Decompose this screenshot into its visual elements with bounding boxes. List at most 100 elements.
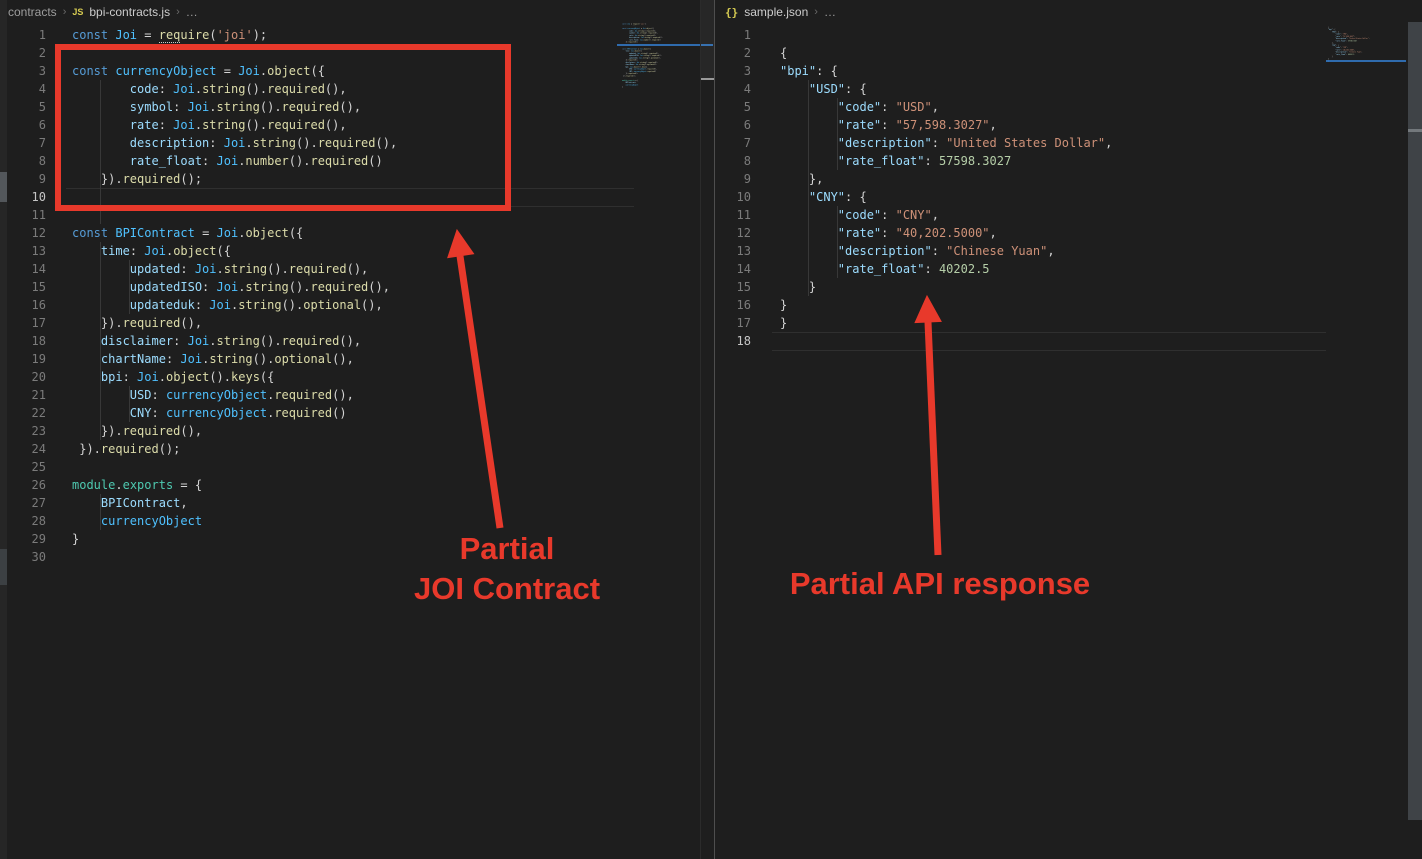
scrollbar-thumb-edge <box>701 78 714 80</box>
line-number: 4 <box>743 82 751 96</box>
code-line[interactable]: }).required(), <box>72 424 203 438</box>
minimap[interactable]: {"bpi": { "USD": { "code": "USD", "rate"… <box>1328 26 1370 63</box>
code-line[interactable]: { <box>780 46 788 60</box>
breadcrumb-symbol-ellipsis[interactable]: … <box>823 5 836 19</box>
code-line[interactable]: CNY: currencyObject.required() <box>129 406 347 420</box>
code-line[interactable] <box>0 206 714 224</box>
code-line[interactable] <box>0 44 714 62</box>
line-number: 17 <box>31 316 46 330</box>
line-number: 15 <box>736 280 751 294</box>
code-line[interactable]: bpi: Joi.object().keys({ <box>100 370 275 384</box>
code-line[interactable]: "bpi": { <box>780 64 838 78</box>
code-line[interactable]: "CNY": { <box>808 190 867 204</box>
chevron-right-icon: › <box>176 6 180 18</box>
scrollbar-thumb-edge <box>1408 129 1422 132</box>
code-line[interactable]: "USD": { <box>808 82 867 96</box>
code-line[interactable]: description: Joi.string().required(), <box>129 136 398 150</box>
line-number: 14 <box>736 262 751 276</box>
line-number: 26 <box>31 478 46 492</box>
code-line[interactable]: updateduk: Joi.string().optional(), <box>129 298 383 312</box>
breadcrumb-symbol-ellipsis[interactable]: … <box>185 5 198 19</box>
code-line[interactable]: rate_float: Joi.number().required() <box>129 154 383 168</box>
code-line[interactable]: updated: Joi.string().required(), <box>129 262 369 276</box>
code-line[interactable]: "code": "CNY", <box>837 208 939 222</box>
pane-divider-handle[interactable] <box>714 0 715 859</box>
line-number: 8 <box>743 154 751 168</box>
breadcrumb: {} sample.json › … <box>725 0 836 24</box>
code-line[interactable]: const currencyObject = Joi.object({ <box>72 64 325 78</box>
line-number: 28 <box>31 514 46 528</box>
line-number: 2 <box>743 46 751 60</box>
line-number: 18 <box>736 334 751 348</box>
code-line[interactable]: "rate_float": 57598.3027 <box>837 154 1012 168</box>
minimap-border <box>700 0 701 859</box>
line-number: 23 <box>31 424 46 438</box>
indent-guide <box>100 494 101 530</box>
code-line[interactable] <box>0 458 714 476</box>
line-number: 12 <box>736 226 751 240</box>
code-line[interactable]: const Joi = require('joi'); <box>72 28 268 43</box>
code-line[interactable]: time: Joi.object({ <box>100 244 231 258</box>
code-line[interactable]: chartName: Joi.string().optional(), <box>100 352 354 366</box>
line-number: 24 <box>31 442 46 456</box>
code-editor-content[interactable]: { "bpi": { "USD": { "code": "USD", "rate"… <box>715 26 1422 350</box>
line-number: 19 <box>31 352 46 366</box>
arrow-line <box>924 321 942 556</box>
indent-guide <box>837 206 838 278</box>
line-number: 6 <box>38 118 46 132</box>
code-line[interactable]: } <box>780 298 788 312</box>
code-line[interactable]: }, <box>780 172 824 186</box>
code-line[interactable]: }).required(); <box>72 172 203 186</box>
code-line[interactable]: rate: Joi.string().required(), <box>129 118 347 132</box>
line-number: 22 <box>31 406 46 420</box>
code-line[interactable]: module.exports = { <box>72 478 203 492</box>
left-edge-scrollbar[interactable] <box>0 0 7 859</box>
line-number: 6 <box>743 118 751 132</box>
code-line[interactable]: "rate_float": 40202.5 <box>837 262 990 276</box>
code-line[interactable]: code: Joi.string().required(), <box>129 82 347 96</box>
line-number: 29 <box>31 532 46 546</box>
line-number: 10 <box>31 190 46 204</box>
code-line[interactable] <box>715 26 1422 44</box>
code-line[interactable]: USD: currencyObject.required(), <box>129 388 354 402</box>
code-line[interactable]: } <box>780 280 817 294</box>
annotation-label-left-line2: JOI Contract <box>413 571 601 606</box>
breadcrumb-file[interactable]: sample.json <box>744 5 809 19</box>
code-line[interactable]: updatedISO: Joi.string().required(), <box>129 280 390 294</box>
code-line[interactable]: const BPIContract = Joi.object({ <box>72 226 304 240</box>
code-line[interactable]: disclaimer: Joi.string().required(), <box>100 334 362 348</box>
code-line[interactable]: currencyObject <box>100 514 203 528</box>
code-line[interactable]: BPIContract, <box>100 496 188 510</box>
indent-guide <box>837 98 838 170</box>
scrollbar-thumb[interactable] <box>701 0 714 78</box>
code-line[interactable]: } <box>72 532 80 546</box>
line-number: 11 <box>31 208 46 222</box>
indent-guide <box>129 386 130 422</box>
code-line[interactable]: symbol: Joi.string().required(), <box>129 100 362 114</box>
code-line[interactable]: }).required(); <box>72 442 181 456</box>
code-line[interactable]: } <box>780 316 788 330</box>
scrollbar[interactable] <box>1408 22 1422 820</box>
breadcrumb-folder[interactable]: contracts <box>8 5 57 19</box>
code-line[interactable]: }).required(), <box>72 316 203 330</box>
line-number: 9 <box>743 172 751 186</box>
minimap[interactable]: const Joi = require('joi');const currenc… <box>622 23 663 88</box>
line-number: 9 <box>38 172 46 186</box>
code-line[interactable]: "rate": "40,202.5000", <box>837 226 997 240</box>
indent-guide <box>100 242 101 440</box>
line-number: 20 <box>31 370 46 384</box>
code-line[interactable] <box>0 188 714 206</box>
code-editor-content[interactable]: const Joi = require('joi'); const currenc… <box>0 26 714 566</box>
line-number: 18 <box>31 334 46 348</box>
line-number: 13 <box>31 244 46 258</box>
code-line[interactable]: "description": "Chinese Yuan", <box>837 244 1055 258</box>
code-line[interactable]: "description": "United States Dollar", <box>837 136 1113 150</box>
code-line[interactable] <box>0 548 714 566</box>
code-line[interactable]: "code": "USD", <box>837 100 939 114</box>
code-line[interactable]: "rate": "57,598.3027", <box>837 118 997 132</box>
left-edge-scrollbar-thumb[interactable] <box>0 172 7 202</box>
left-edge-scrollbar-mark <box>0 549 7 585</box>
breadcrumb-file[interactable]: bpi-contracts.js <box>89 5 171 19</box>
code-line[interactable] <box>715 332 1422 350</box>
